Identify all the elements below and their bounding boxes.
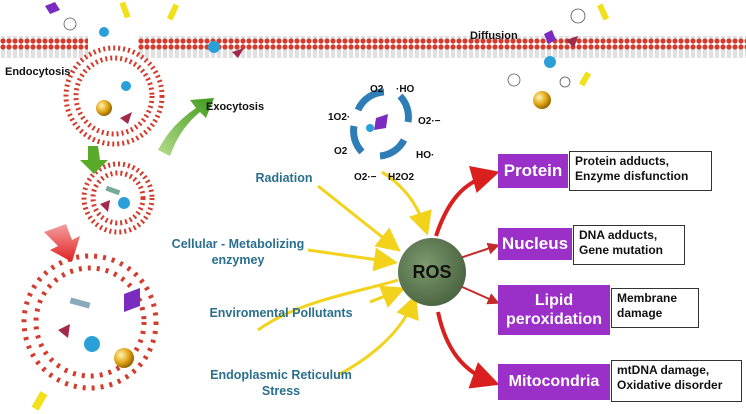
pyramid-particle-icon <box>120 112 132 124</box>
effect-lipid-line1: Membrane <box>617 291 678 305</box>
target-protein: Protein <box>498 154 568 188</box>
source-pollutants: Enviromental Pollutants <box>209 306 353 320</box>
internalization-arrow <box>80 146 108 174</box>
effect-lipid-line2: damage <box>617 306 663 320</box>
source-arrows <box>257 170 432 376</box>
source-er-line1: Endoplasmic Reticulum <box>210 368 352 382</box>
effect-mito-line1: mtDNA damage, <box>617 363 710 377</box>
effect-nucleus-line2: Gene mutation <box>579 243 664 257</box>
species-ho-right: HO· <box>416 150 435 161</box>
ros-label: ROS <box>412 262 452 282</box>
source-er-line2: Stress <box>261 384 301 398</box>
exocytosis-arrow <box>158 98 214 156</box>
species-h2o2: H2O2 <box>388 172 415 183</box>
source-cellular: Cellular - Metabolizing enzymey <box>158 236 318 268</box>
endocytosis-label: Endocytosis <box>5 66 71 78</box>
target-mitocondria: Mitocondria <box>498 364 610 400</box>
effect-nucleus: DNA adducts, Gene mutation <box>573 225 685 265</box>
target-lipid-line1: Lipid <box>534 292 574 309</box>
source-er-stress: Endoplasmic Reticulum Stress <box>196 367 366 399</box>
effect-protein-line1: Protein adducts, <box>575 154 670 168</box>
diffusion-label: Diffusion <box>470 30 518 42</box>
extracellular-particles <box>45 1 610 109</box>
effect-protein-line2: Enzyme disfunction <box>575 169 689 183</box>
source-radiation: Radiation <box>255 171 313 185</box>
cell-membrane <box>0 36 746 58</box>
species-o2-left: O2 <box>334 146 348 157</box>
species-o2-top: O2 <box>370 84 384 95</box>
effect-mito-line2: Oxidative disorder <box>617 378 723 392</box>
effect-mitocondria: mtDNA damage, Oxidative disorder <box>611 360 742 402</box>
ros-cycle-diagram <box>350 88 412 160</box>
target-nucleus: Nucleus <box>498 228 572 260</box>
exocytosis-label: Exocytosis <box>206 101 265 113</box>
lysosome-rupture <box>21 253 159 411</box>
ros-circle <box>398 238 466 306</box>
species-superoxide-right: O2·− <box>418 116 441 127</box>
effect-protein: Protein adducts, Enzyme disfunction <box>569 151 712 191</box>
gold-nanoparticle-icon <box>96 100 112 116</box>
species-superoxide-bottom: O2·− <box>354 172 377 183</box>
star-particle-icon <box>121 81 131 91</box>
target-lipid-line2: peroxidation <box>505 311 602 328</box>
source-cellular-line1: Cellular - Metabolizing <box>171 237 305 251</box>
species-ho-top: ·HO <box>396 84 415 95</box>
target-lipid-peroxidation: Lipid peroxidation <box>498 285 610 335</box>
damage-arrows <box>434 166 500 389</box>
rupture-arrow <box>44 224 80 262</box>
effect-lipid: Membrane damage <box>611 288 699 328</box>
species-singlet-o2: 1O2· <box>328 112 351 123</box>
source-cellular-line2: enzymey <box>211 253 265 267</box>
endocytosis-vesicle <box>63 45 165 147</box>
effect-nucleus-line1: DNA adducts, <box>579 228 658 242</box>
endosome-vesicle <box>81 161 155 235</box>
